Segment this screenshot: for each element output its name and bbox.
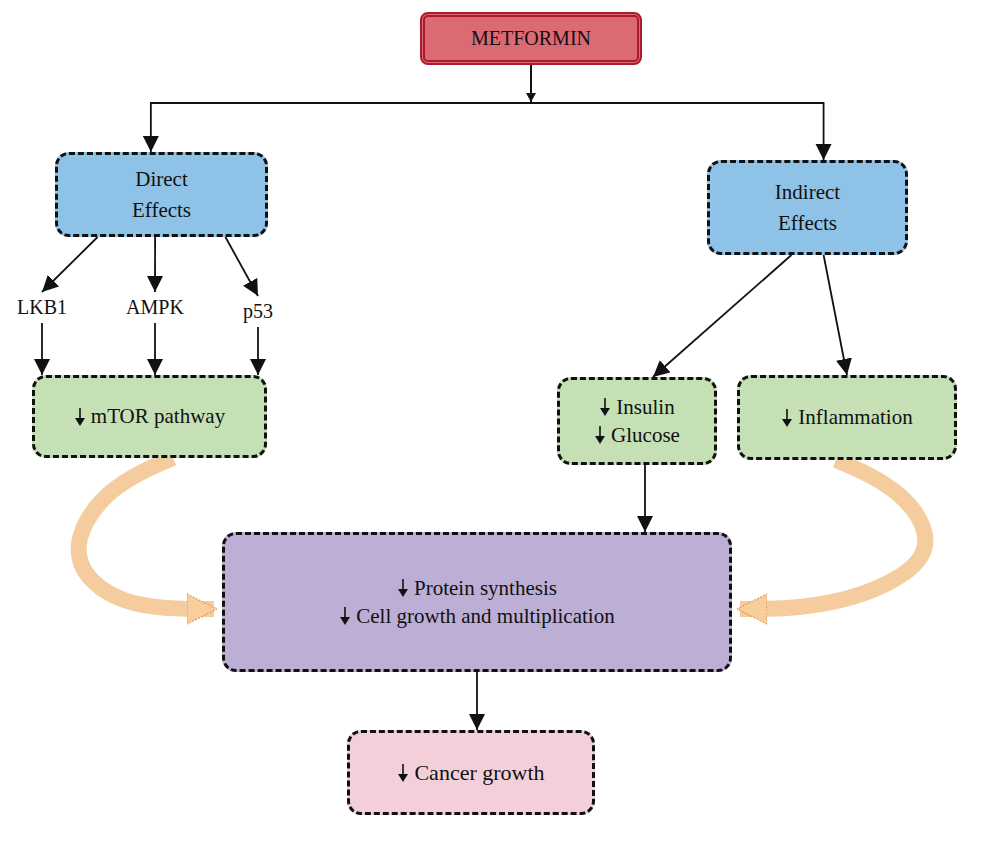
pathway-label: AMPK (122, 292, 188, 323)
decrease-arrow-icon (594, 425, 606, 445)
pathway-label: LKB1 (13, 292, 71, 323)
node-text: mTOR pathway (91, 402, 225, 430)
decrease-arrow-icon (397, 763, 409, 783)
text-row: mTOR pathway (74, 402, 225, 430)
decrease-arrow-icon (599, 397, 611, 417)
connector-arrow (154, 323, 156, 375)
text-row: Glucose (594, 421, 680, 449)
node-text: Insulin (616, 393, 674, 421)
drug-box: METFORMIN (420, 12, 642, 65)
text-row: Cell growth and multiplication (339, 602, 614, 630)
result-box: Cancer growth (347, 730, 595, 815)
node-text: LKB1 (17, 294, 67, 321)
node-text: Protein synthesis (414, 574, 557, 602)
connector-arrow (151, 65, 531, 152)
connector-arrow (653, 255, 791, 377)
text-row: Indirect Effects (762, 177, 854, 238)
effect-box: Direct Effects (55, 152, 268, 237)
decrease-arrow-icon (74, 407, 86, 427)
outcome-box: InsulinGlucose (557, 377, 717, 465)
text-row: Direct Effects (116, 164, 208, 225)
ribbon-arrow (740, 460, 925, 609)
node-text: Cancer growth (414, 758, 544, 788)
text-row: p53 (243, 298, 273, 325)
connector-arrow (644, 465, 646, 532)
effect-box: Indirect Effects (707, 160, 908, 255)
outcome-box: mTOR pathway (32, 375, 267, 458)
ribbon-arrow (79, 458, 214, 609)
text-row: Inflammation (781, 403, 912, 431)
node-text: Direct Effects (116, 164, 208, 225)
node-text: p53 (243, 298, 273, 325)
decrease-arrow-icon (339, 606, 351, 626)
node-text: AMPK (126, 294, 184, 321)
decrease-arrow-icon (781, 408, 793, 428)
connector-arrow (41, 323, 43, 375)
node-text: METFORMIN (471, 25, 591, 52)
text-row: LKB1 (17, 294, 67, 321)
node-text: Inflammation (798, 403, 912, 431)
text-row: Cancer growth (397, 758, 544, 788)
process-box: Protein synthesisCell growth and multipl… (222, 532, 732, 672)
text-row: Insulin (599, 393, 674, 421)
text-row: AMPK (126, 294, 184, 321)
pathway-label: p53 (239, 296, 277, 327)
connector-arrow (824, 255, 847, 375)
text-row: METFORMIN (471, 25, 591, 52)
decrease-arrow-icon (397, 578, 409, 598)
text-row: Protein synthesis (397, 574, 557, 602)
connector-arrow (225, 237, 258, 296)
outcome-box: Inflammation (737, 375, 957, 460)
node-text: Cell growth and multiplication (356, 602, 614, 630)
connector-arrow (531, 65, 824, 160)
node-text: Glucose (611, 421, 680, 449)
connector-arrow (476, 672, 478, 730)
node-text: Indirect Effects (762, 177, 854, 238)
connector-arrow (257, 327, 259, 375)
connector-arrow (154, 237, 156, 292)
connector-arrow (42, 237, 98, 292)
